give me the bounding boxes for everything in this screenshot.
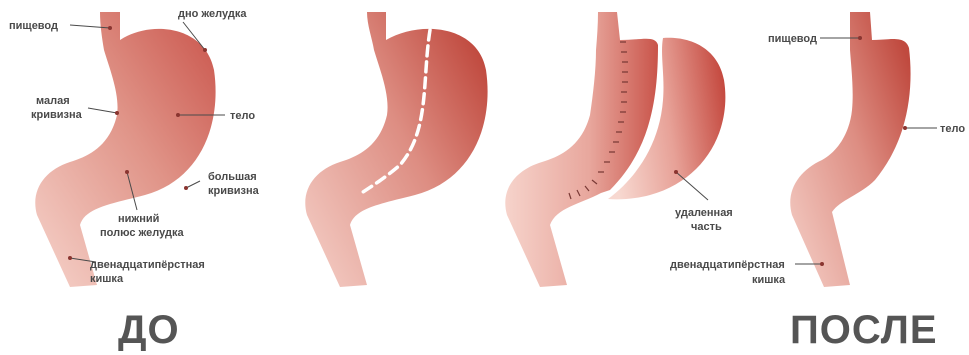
stomach-split-view xyxy=(505,12,725,287)
label-body-before: тело xyxy=(230,110,255,122)
stomach-cut-shape xyxy=(305,12,487,287)
stomach-before-shape xyxy=(35,12,215,287)
removed-leader xyxy=(674,170,708,200)
heading-after: ПОСЛЕ xyxy=(790,308,938,352)
stomach-after xyxy=(790,12,910,287)
label-fundus: дно желудка xyxy=(178,8,247,20)
label-lower-pole-1: нижний xyxy=(118,213,159,225)
label-duodenum-before-1: двенадцатипёрстная xyxy=(90,259,205,271)
label-esophagus-after: пищевод xyxy=(768,33,817,45)
label-duodenum-after-1: двенадцатипёрстная xyxy=(670,259,785,271)
label-removed-1: удаленная xyxy=(675,207,733,219)
stomach-cut-line-view xyxy=(305,12,487,287)
label-lesser-curvature-1: малая xyxy=(36,95,70,107)
label-lesser-curvature-2: кривизна xyxy=(31,109,83,121)
sleeve-remaining xyxy=(505,12,658,287)
label-removed-2: часть xyxy=(691,221,722,233)
label-greater-curvature-1: большая xyxy=(208,171,257,183)
stomach-after-shape xyxy=(790,12,910,287)
label-duodenum-before-2: кишка xyxy=(90,273,124,285)
heading-before: ДО xyxy=(118,308,180,352)
label-greater-curvature-2: кривизна xyxy=(208,185,260,197)
stomach-before xyxy=(35,12,215,287)
label-body-after: тело xyxy=(940,123,965,135)
label-duodenum-after-2: кишка xyxy=(752,274,786,286)
label-lower-pole-2: полюс желудка xyxy=(100,227,184,239)
label-esophagus-before: пищевод xyxy=(9,20,58,32)
